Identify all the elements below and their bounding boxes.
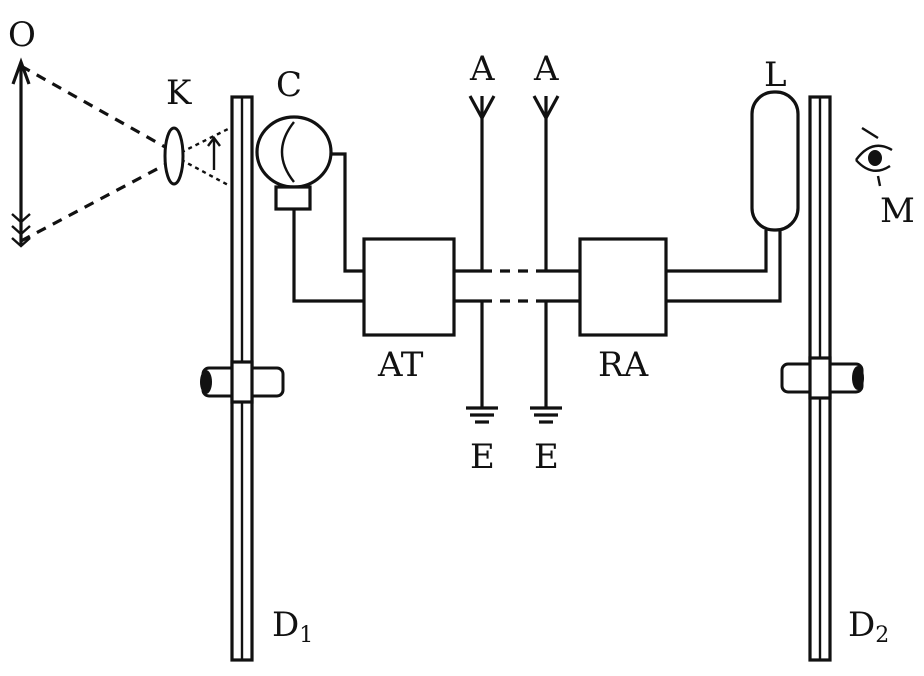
eye-label: M <box>880 191 915 231</box>
antenna-right <box>530 95 562 424</box>
antenna-right-label: A <box>533 49 559 89</box>
disc1-label: D1 <box>272 605 313 648</box>
earth-left-label: E <box>470 437 495 477</box>
transmission-lines <box>454 269 580 303</box>
disc2-label: D2 <box>848 605 889 648</box>
transmitter-box <box>362 237 456 337</box>
receiver-box <box>578 237 668 337</box>
lamp-label: L <box>764 55 787 95</box>
photo-cell-icon <box>255 115 333 211</box>
lens-icon <box>163 126 185 186</box>
antenna-left-label: A <box>469 49 495 89</box>
object-arrow <box>11 57 31 248</box>
receiver-label: RA <box>598 345 649 385</box>
light-rays <box>20 64 231 243</box>
lens-label: K <box>166 73 192 113</box>
antenna-left <box>466 95 498 424</box>
earth-right-label: E <box>534 437 559 477</box>
lamp-wires <box>666 230 782 303</box>
scanning-disc-2 <box>780 95 864 662</box>
camera-label: C <box>276 65 302 105</box>
scanning-disc-1 <box>200 95 285 662</box>
transmitter-label: AT <box>377 345 424 385</box>
camera-wires <box>292 152 364 303</box>
lamp-icon <box>750 90 800 232</box>
eye-icon <box>855 126 893 187</box>
object-label: O <box>8 15 36 55</box>
